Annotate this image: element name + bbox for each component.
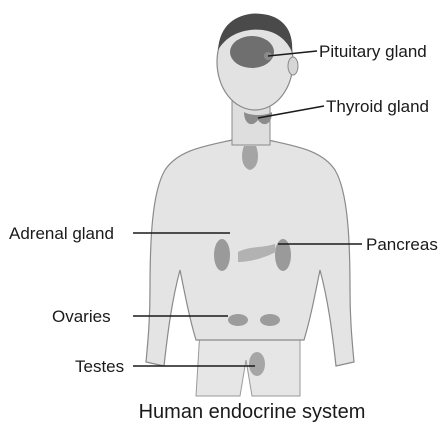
label-pituitary-gland: Pituitary gland <box>319 42 427 61</box>
label-pancreas: Pancreas <box>366 235 438 254</box>
label-testes: Testes <box>75 357 124 376</box>
label-ovaries: Ovaries <box>52 307 111 326</box>
label-thyroid-gland: Thyroid gland <box>326 97 429 116</box>
diagram-caption: Human endocrine system <box>139 401 366 423</box>
brain-icon <box>230 36 274 68</box>
left-kidney-icon <box>214 239 230 271</box>
ovaries-icon-2 <box>260 314 280 326</box>
testes-icon <box>249 352 265 376</box>
ovaries-icon <box>228 314 248 326</box>
body-figure <box>146 14 354 396</box>
label-adrenal-gland: Adrenal gland <box>9 224 114 243</box>
ear <box>288 57 298 75</box>
